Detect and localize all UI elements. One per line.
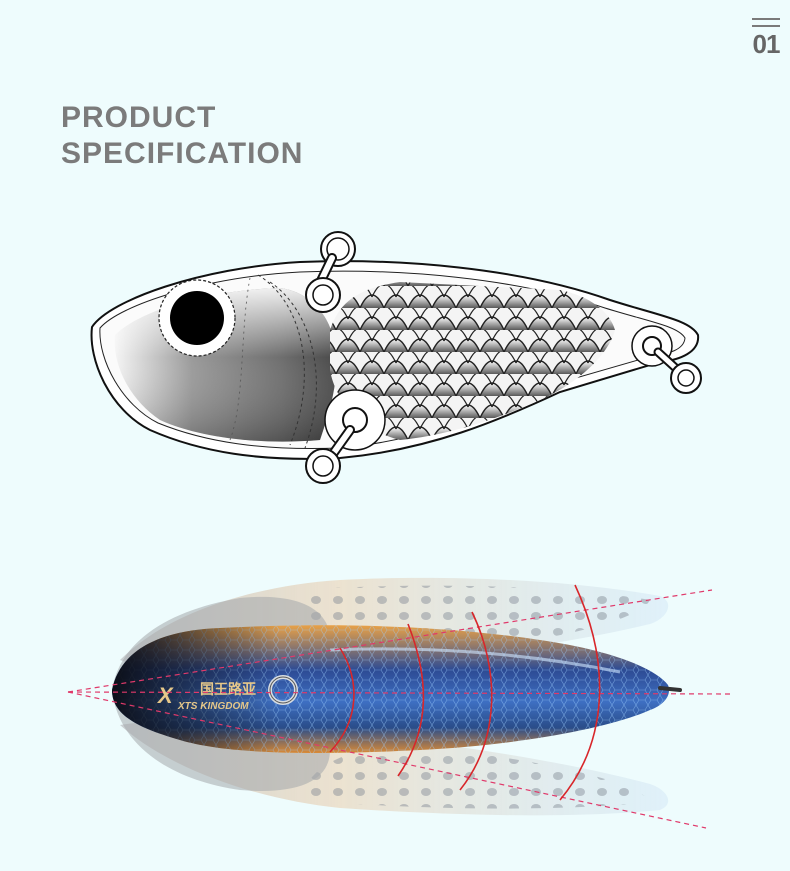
hook-hanger-tail <box>631 325 702 394</box>
page-title: PRODUCT SPECIFICATION <box>61 100 303 172</box>
page-title-line-1: PRODUCT <box>61 101 217 134</box>
swing-arcs <box>329 584 601 801</box>
lure-line-drawing <box>90 231 702 484</box>
page-number: 01 <box>752 29 781 59</box>
line-tie-top <box>305 231 356 313</box>
motion-axis-lines <box>67 589 731 829</box>
brand-logo-text: XTS KINGDOM <box>177 701 249 712</box>
page-number-badge: 01 <box>752 18 781 59</box>
page-title-line-2: SPECIFICATION <box>61 137 304 170</box>
brand-logo-x: X <box>156 683 174 708</box>
main-lure-body <box>112 625 682 753</box>
page-number-rule <box>752 25 780 27</box>
hook-hanger-belly <box>305 389 386 484</box>
brand-logo-cn: 国王路亚 <box>200 681 256 698</box>
page-number-rule <box>752 18 780 20</box>
